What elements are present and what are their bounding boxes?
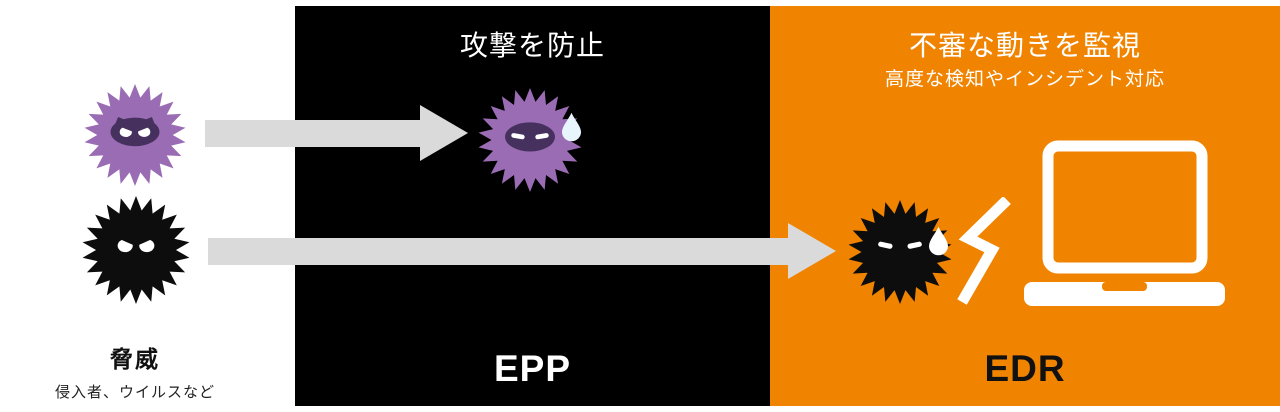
edr-label: EDR: [984, 348, 1066, 389]
virus-angry-purple-icon: [84, 84, 186, 186]
epp-heading: 攻撃を防止: [459, 30, 605, 61]
edr-heading: 不審な動きを監視: [908, 30, 1141, 61]
threat-title: 脅威: [110, 346, 160, 372]
arrow-right-icon: [208, 238, 789, 265]
threat-subtitle: 侵入者、ウイルスなど: [54, 384, 215, 401]
virus-angry-black-icon: [82, 196, 190, 304]
edr-subheading: 高度な検知やインシデント対応: [884, 69, 1165, 90]
epp-panel: 攻撃を防止 EPP: [295, 6, 770, 406]
virus-sweating-purple-icon: [478, 88, 582, 192]
edr-panel: 不審な動きを監視 高度な検知やインシデント対応 EDR: [770, 6, 1280, 406]
shock-zigzag-icon: [957, 197, 1011, 305]
threat-caption: 脅威 侵入者、ウイルスなど: [15, 340, 255, 402]
laptop-icon: [1024, 140, 1225, 306]
epp-label: EPP: [493, 348, 572, 389]
arrow-right-icon: [205, 120, 421, 147]
sweat-drop-icon: [929, 226, 948, 256]
arrow-right-icon: [420, 105, 468, 161]
arrow-right-icon: [788, 223, 836, 279]
sweat-drop-icon: [562, 112, 581, 142]
virus-sweating-black-icon: [848, 200, 952, 304]
